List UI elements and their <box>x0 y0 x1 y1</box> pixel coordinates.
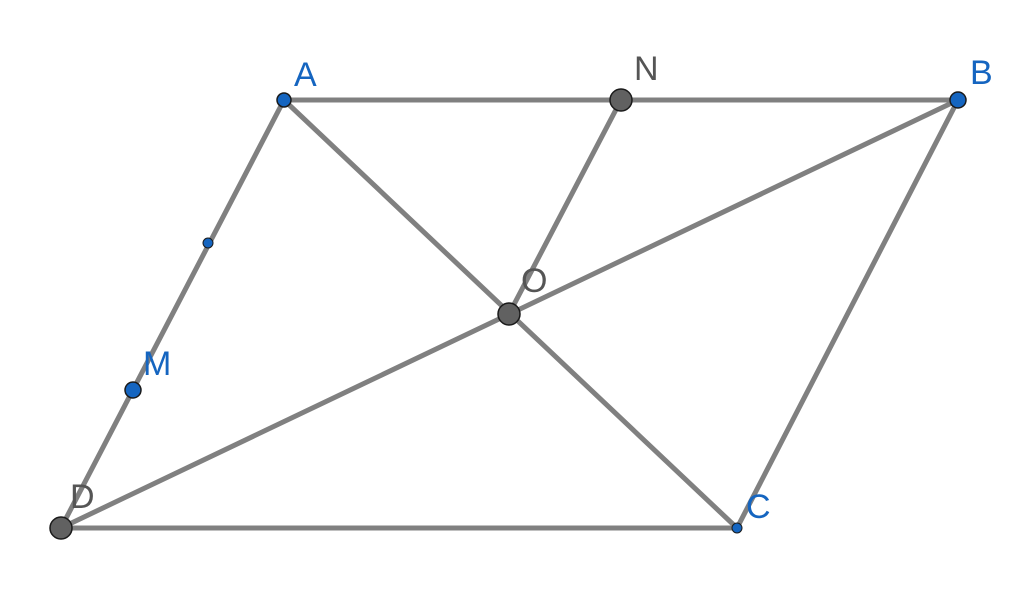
segment-bc <box>734 97 961 531</box>
segment-on <box>506 97 624 317</box>
point-d[interactable] <box>49 516 73 540</box>
point-unlabeled-ad[interactable] <box>202 237 214 249</box>
point-a[interactable] <box>276 92 292 108</box>
label-a: A <box>294 56 317 94</box>
label-o: O <box>521 262 547 300</box>
segment-da <box>58 97 287 531</box>
point-c[interactable] <box>731 522 743 534</box>
points <box>49 88 967 540</box>
labels: A N B O M D C <box>70 50 993 526</box>
label-m: M <box>143 345 171 383</box>
label-c: C <box>746 488 771 526</box>
label-b: B <box>970 54 993 92</box>
point-m[interactable] <box>124 381 142 399</box>
point-b[interactable] <box>949 91 967 109</box>
point-o[interactable] <box>497 302 521 326</box>
label-d: D <box>70 478 95 516</box>
label-n: N <box>634 50 659 88</box>
point-n[interactable] <box>609 88 633 112</box>
